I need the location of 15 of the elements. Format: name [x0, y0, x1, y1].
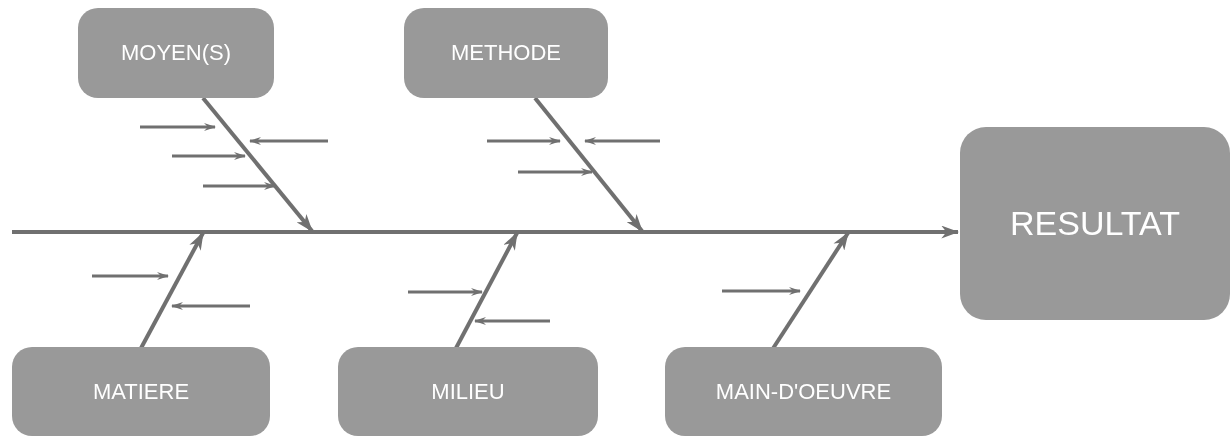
category-box [78, 8, 274, 98]
category-box [404, 8, 608, 98]
category-box [338, 347, 598, 436]
category-box [665, 347, 942, 436]
box-label: METHODE [451, 40, 561, 66]
bone-arrow [201, 96, 314, 233]
box-label: MILIEU [431, 378, 505, 405]
box-label: MAIN-D'OEUVRE [715, 378, 892, 405]
box-label: MOYEN(S) [121, 40, 231, 66]
box-label: MATIERE [92, 378, 190, 405]
category-box [12, 347, 270, 436]
spine-arrow [12, 225, 960, 239]
category-box [960, 127, 1230, 320]
bone-arrow [533, 96, 644, 233]
box-label: RESULTAT [1010, 204, 1180, 243]
